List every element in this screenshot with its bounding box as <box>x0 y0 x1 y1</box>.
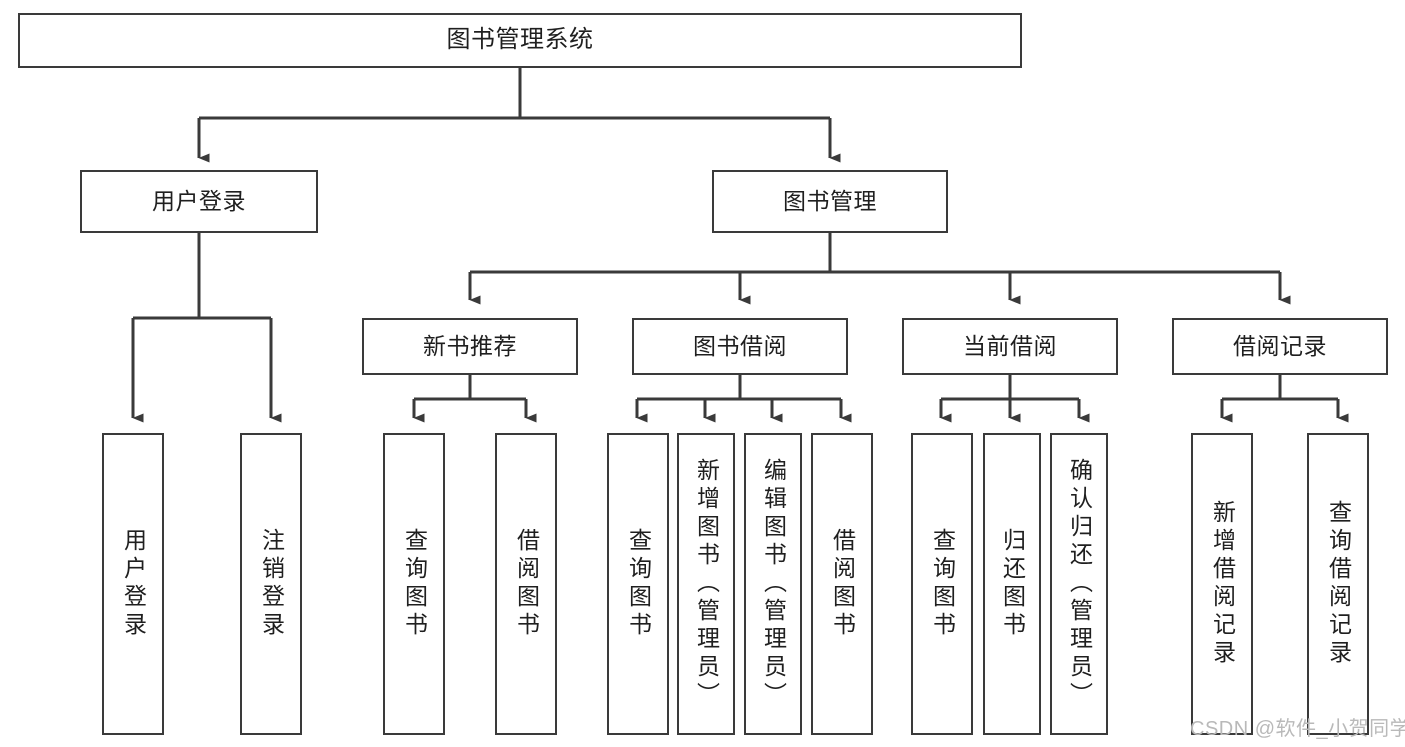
node-root[interactable]: 图书管理系统 <box>18 13 1022 68</box>
node-current-borrow-label: 当前借阅 <box>963 332 1057 359</box>
node-leaf-add-borrow-record[interactable]: 新增借阅记录 <box>1191 433 1253 735</box>
node-current-borrow[interactable]: 当前借阅 <box>902 318 1118 375</box>
node-user-login[interactable]: 用户登录 <box>80 170 318 233</box>
node-borrow-record[interactable]: 借阅记录 <box>1172 318 1388 375</box>
node-leaf-query-book-3-label: 查询图书 <box>929 528 956 640</box>
node-book-management[interactable]: 图书管理 <box>712 170 948 233</box>
node-book-borrow[interactable]: 图书借阅 <box>632 318 848 375</box>
node-book-management-label: 图书管理 <box>783 187 877 214</box>
node-new-book-recommend[interactable]: 新书推荐 <box>362 318 578 375</box>
node-leaf-query-borrow-record[interactable]: 查询借阅记录 <box>1307 433 1369 735</box>
node-user-login-label: 用户登录 <box>152 187 246 214</box>
node-leaf-user-login-label: 用户登录 <box>120 528 147 640</box>
node-leaf-query-book-1-label: 查询图书 <box>401 528 428 640</box>
node-leaf-borrow-book-1-label: 借阅图书 <box>513 528 540 640</box>
node-root-label: 图书管理系统 <box>446 26 594 54</box>
node-leaf-query-book-2-label: 查询图书 <box>625 528 652 640</box>
node-leaf-user-logout[interactable]: 注销登录 <box>240 433 302 735</box>
node-leaf-query-book-3[interactable]: 查询图书 <box>911 433 973 735</box>
node-leaf-edit-book-admin-label: 编辑图书（管理员） <box>760 458 787 710</box>
node-leaf-add-book-admin-label: 新增图书（管理员） <box>693 458 720 710</box>
node-leaf-confirm-return-admin-label: 确认归还（管理员） <box>1066 458 1093 710</box>
node-leaf-confirm-return-admin[interactable]: 确认归还（管理员） <box>1050 433 1108 735</box>
node-leaf-edit-book-admin[interactable]: 编辑图书（管理员） <box>744 433 802 735</box>
node-book-borrow-label: 图书借阅 <box>693 332 787 359</box>
node-leaf-user-login[interactable]: 用户登录 <box>102 433 164 735</box>
node-leaf-return-book-label: 归还图书 <box>999 528 1026 640</box>
node-leaf-borrow-book-2[interactable]: 借阅图书 <box>811 433 873 735</box>
csdn-watermark: CSDN @软件_小贺同学 <box>1190 718 1405 740</box>
node-leaf-user-logout-label: 注销登录 <box>258 528 285 640</box>
node-leaf-borrow-book-1[interactable]: 借阅图书 <box>495 433 557 735</box>
node-leaf-query-book-2[interactable]: 查询图书 <box>607 433 669 735</box>
node-borrow-record-label: 借阅记录 <box>1233 332 1327 359</box>
node-leaf-borrow-book-2-label: 借阅图书 <box>829 528 856 640</box>
node-new-book-recommend-label: 新书推荐 <box>423 332 517 359</box>
node-leaf-return-book[interactable]: 归还图书 <box>983 433 1041 735</box>
node-leaf-add-book-admin[interactable]: 新增图书（管理员） <box>677 433 735 735</box>
node-leaf-add-borrow-record-label: 新增借阅记录 <box>1209 500 1236 668</box>
node-leaf-query-book-1[interactable]: 查询图书 <box>383 433 445 735</box>
node-leaf-query-borrow-record-label: 查询借阅记录 <box>1325 500 1352 668</box>
